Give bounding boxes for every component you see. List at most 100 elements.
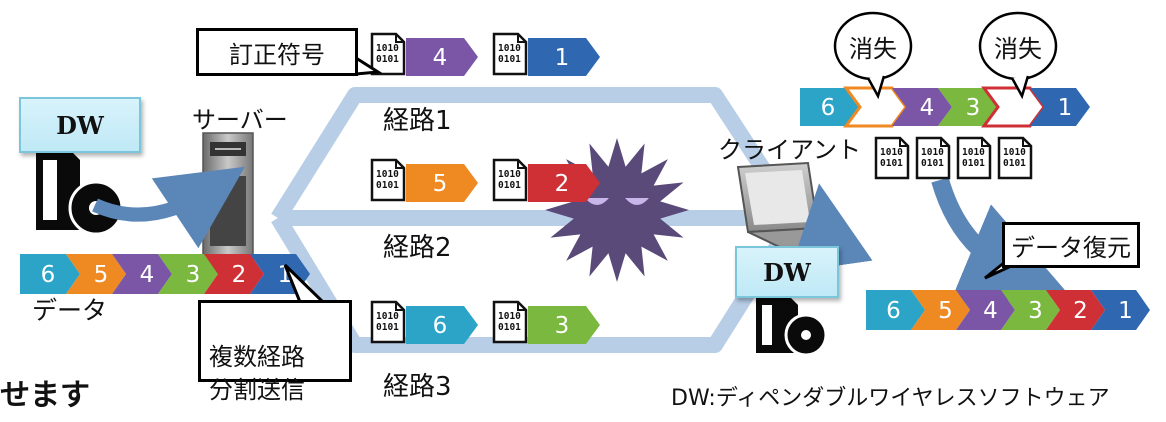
route1-path	[271, 87, 802, 223]
packet-6	[20, 254, 80, 294]
svg-text:1010: 1010	[498, 311, 521, 322]
packet-1	[1091, 290, 1150, 330]
packet-label: 6	[821, 95, 836, 121]
split-callout: 複数経路 分割送信	[198, 300, 352, 404]
dw-badge-right-label: DW	[763, 257, 811, 287]
packet-6	[800, 88, 860, 126]
split-label: 複数経路 分割送信	[209, 343, 305, 404]
lost-label-1: 消失	[849, 34, 897, 63]
lost-label-2: 消失	[994, 34, 1042, 63]
packet-4	[112, 254, 172, 294]
pc-disc-icon-left	[36, 150, 124, 236]
packet-6	[406, 306, 478, 344]
packet-2	[1046, 290, 1105, 330]
pc-disc-icon-right	[756, 297, 828, 357]
svg-text:0101: 0101	[498, 54, 521, 65]
packet-4	[892, 88, 952, 126]
packet-label: 1	[555, 45, 570, 71]
arrow-dw-to-server	[92, 166, 245, 249]
client-label: クライアント	[718, 136, 862, 164]
svg-text:0101: 0101	[921, 158, 944, 169]
packet-label: 4	[920, 95, 935, 121]
packet-5	[911, 290, 970, 330]
dw-badge-left: DW	[19, 97, 141, 153]
packet-label: 2	[555, 171, 570, 197]
route2-packet-b: 2	[528, 164, 600, 202]
packet-label: 1	[1058, 95, 1073, 121]
packet-1	[528, 38, 600, 76]
fec-callout: 訂正符号	[196, 28, 358, 76]
packet-label: 2	[232, 262, 247, 288]
packet-label: 3	[1028, 298, 1043, 324]
packet-label: 6	[433, 313, 448, 339]
packet-2	[204, 254, 264, 294]
route1-packet-a: 4	[406, 38, 478, 76]
route3-label: 経路3	[383, 372, 452, 402]
svg-text:1010: 1010	[498, 43, 521, 54]
packet-5	[66, 254, 126, 294]
packet-6	[866, 290, 925, 330]
packet-label: 2	[1073, 298, 1088, 324]
svg-text:0101: 0101	[880, 158, 903, 169]
lost-bubble-1	[833, 11, 913, 100]
packet-label: 4	[433, 45, 448, 71]
svg-text:1010: 1010	[376, 169, 399, 180]
packet-4	[406, 38, 478, 76]
packet-label: 4	[983, 298, 998, 324]
packet-label: 4	[140, 262, 155, 288]
dw-legend: DW:ディペンダブルワイヤレスソフトウェア	[671, 386, 1110, 411]
svg-text:0101: 0101	[376, 180, 399, 191]
packet-3	[938, 88, 998, 126]
partial-heading-text: せます	[0, 378, 90, 413]
svg-text:0101: 0101	[376, 322, 399, 333]
packet-label: 5	[938, 298, 953, 324]
dw-badge-left-label: DW	[56, 110, 104, 140]
route1-label: 経路1	[383, 106, 452, 136]
packet-label: 5	[433, 171, 448, 197]
svg-text:0101: 0101	[376, 54, 399, 65]
packet-label: 5	[874, 95, 889, 121]
svg-text:1010: 1010	[921, 147, 944, 158]
route1-packet-b: 1	[528, 38, 600, 76]
laptop-icon	[736, 161, 862, 254]
packet-3	[528, 306, 600, 344]
server-label: サーバー	[192, 106, 288, 134]
packet-1	[1030, 88, 1090, 126]
dw-badge-right: DW	[735, 246, 839, 298]
svg-text:1010: 1010	[376, 311, 399, 322]
server-icon	[202, 132, 254, 274]
packet-label: 6	[41, 262, 56, 288]
virus-icon	[545, 138, 689, 282]
packet-3	[158, 254, 218, 294]
route2-packet-a: 5	[406, 164, 478, 202]
svg-text:0101: 0101	[498, 180, 521, 191]
route3-packet-b: 3	[528, 306, 600, 344]
svg-text:0101: 0101	[498, 322, 521, 333]
svg-text:1010: 1010	[962, 147, 985, 158]
svg-text:0101: 0101	[962, 158, 985, 169]
route3-packet-a: 6	[406, 306, 478, 344]
packet-5	[406, 164, 478, 202]
packet-label: 6	[886, 298, 901, 324]
fec-label: 訂正符号	[229, 40, 325, 69]
restore-label: データ復元	[1011, 233, 1131, 262]
lost-bubble-2	[978, 11, 1058, 100]
svg-text:1010: 1010	[376, 43, 399, 54]
data-label: データ	[32, 296, 108, 325]
packet-label: 3	[186, 262, 201, 288]
restored-packets: 6 5 4 3 2 1	[866, 290, 1150, 330]
svg-text:1010: 1010	[498, 169, 521, 180]
packet-2	[528, 164, 600, 202]
packet-label: 1	[1118, 298, 1133, 324]
